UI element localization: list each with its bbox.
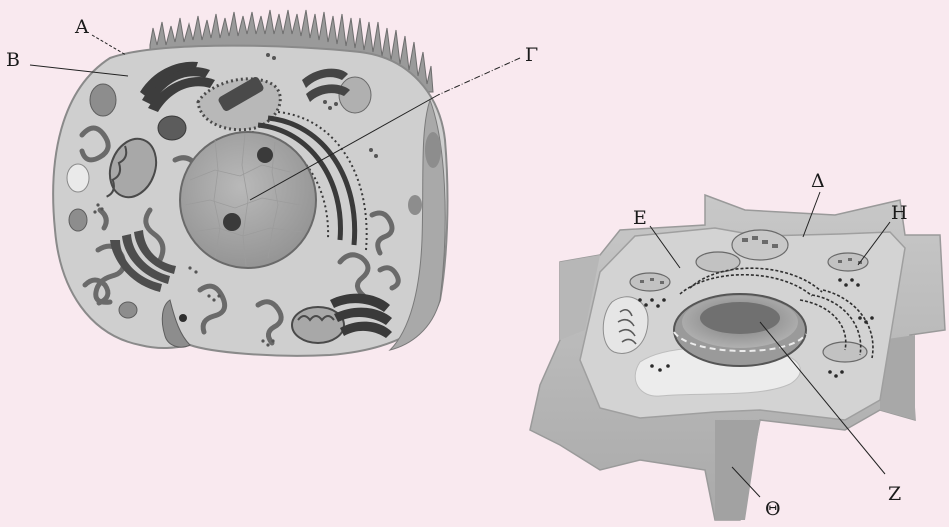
label-z: Z xyxy=(888,485,901,504)
label-b: B xyxy=(6,51,20,70)
label-e: E xyxy=(633,209,647,228)
label-g: Γ xyxy=(525,46,538,65)
label-d: Δ xyxy=(811,172,825,191)
label-h: H xyxy=(891,204,908,223)
label-th: Θ xyxy=(765,500,781,519)
label-a: A xyxy=(75,18,89,37)
plant-nucleus xyxy=(674,294,806,366)
animal-cell xyxy=(53,10,447,356)
